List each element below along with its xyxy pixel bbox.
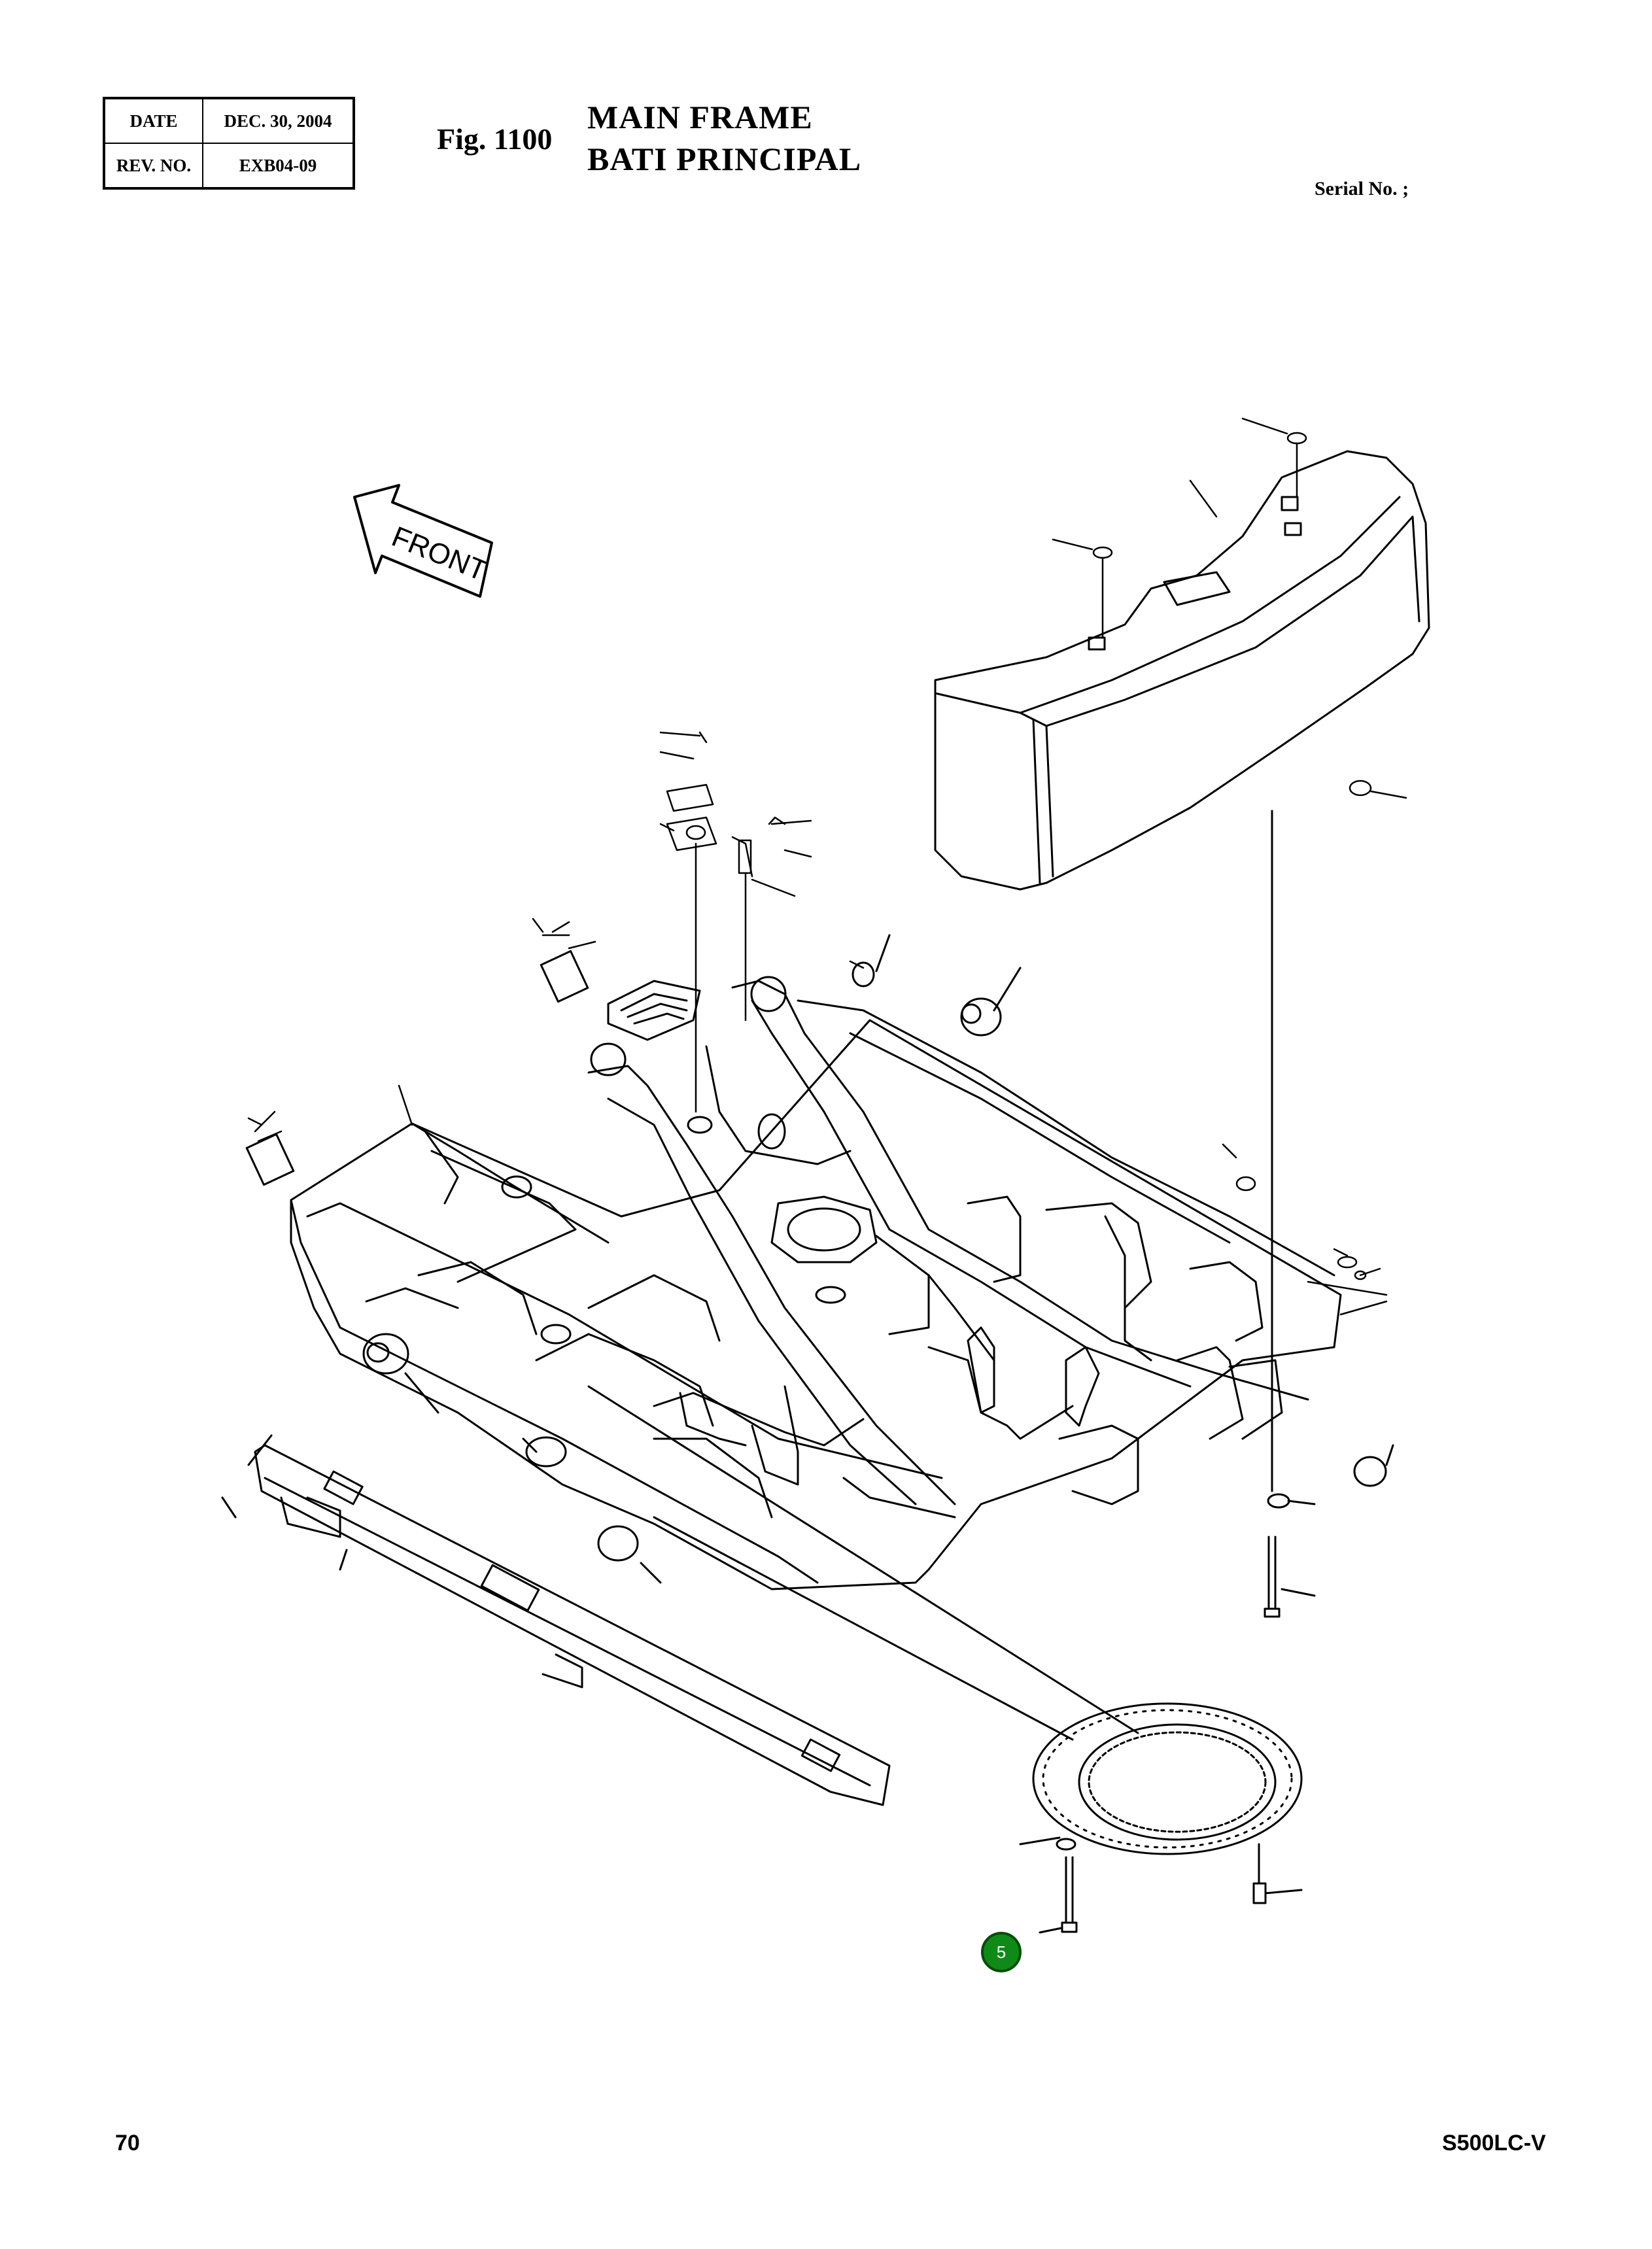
page-number: 70 [115, 2131, 140, 2155]
rubber-mounts [362, 934, 1394, 1584]
date-value: DEC. 30, 2004 [202, 97, 354, 144]
fastener-leaders [247, 731, 1388, 1316]
model-number: S500LC-V [1442, 2131, 1546, 2155]
revision-table: DATE DEC. 30, 2004 REV. NO. EXB04-09 [103, 97, 355, 190]
rev-label: REV. NO. [103, 143, 203, 189]
counterweight [934, 450, 1430, 891]
date-label: DATE [103, 97, 203, 144]
swing-bearing [587, 1385, 1303, 1934]
callout-5[interactable]: 5 [981, 1932, 1022, 1972]
figure-title-french: BATI PRINCIPAL [587, 141, 862, 177]
side-cover [221, 1434, 891, 1806]
steps-and-pads [245, 950, 701, 1186]
rev-value: EXB04-09 [202, 143, 354, 189]
long-bolt [1264, 810, 1316, 1618]
serial-number-label: Serial No. ; [1315, 178, 1409, 199]
main-frame [290, 976, 1342, 1590]
counterweight-fasteners [1052, 417, 1407, 799]
figure-number: Fig. 1100 [437, 122, 553, 156]
front-arrow: FRONT [353, 484, 493, 598]
figure-title-english: MAIN FRAME [587, 99, 813, 135]
